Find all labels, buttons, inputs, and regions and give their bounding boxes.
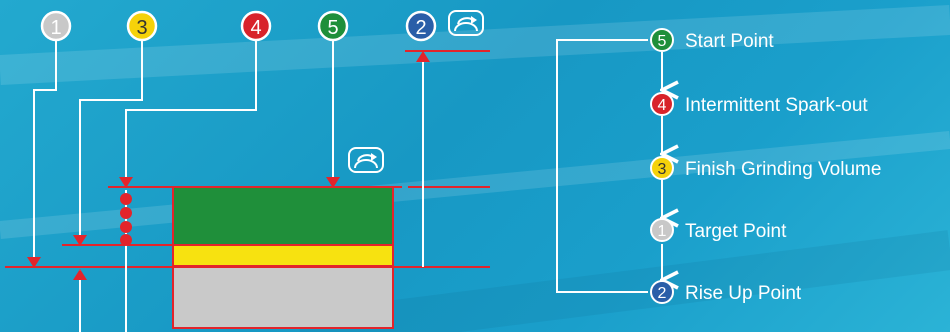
svg-text:5: 5	[658, 33, 667, 50]
spark-out-dots	[120, 193, 132, 246]
leader-finish	[79, 40, 143, 242]
green-layer	[172, 186, 394, 246]
sequence-label: Intermittent Spark-out	[685, 95, 868, 116]
marker-finish-volume: 3	[126, 10, 158, 42]
loop-connector	[556, 39, 648, 293]
rotate-icon	[448, 10, 484, 36]
svg-text:4: 4	[250, 17, 261, 39]
svg-text:4: 4	[658, 97, 667, 114]
sequence-label: Rise Up Point	[685, 283, 802, 304]
svg-text:1: 1	[658, 223, 667, 240]
svg-text:1: 1	[50, 17, 61, 39]
svg-text:2: 2	[415, 17, 426, 39]
gray-layer	[172, 265, 394, 329]
sequence-item-spark-out: 4 Intermittent Spark-out	[650, 92, 868, 116]
rotate-icon	[348, 147, 384, 173]
svg-text:2: 2	[658, 285, 667, 302]
svg-text:5: 5	[327, 17, 338, 39]
sequence-item-finish-volume: 3 Finish Grinding Volume	[650, 156, 881, 180]
marker-rise-up: 2	[405, 10, 437, 42]
sequence-item-target: 1 Target Point	[650, 218, 787, 242]
sequence-label: Finish Grinding Volume	[685, 159, 881, 180]
sequence-label: Start Point	[685, 31, 774, 52]
marker-spark-out: 4	[240, 10, 272, 42]
sequence-label: Target Point	[685, 221, 787, 242]
yellow-layer	[172, 244, 394, 267]
sequence-item-rise-up: 2 Rise Up Point	[650, 280, 802, 304]
leader-sparkout	[125, 40, 257, 184]
marker-start: 5	[317, 10, 349, 42]
leader-target	[33, 40, 57, 264]
sequence-item-start: 5 Start Point	[650, 28, 774, 52]
svg-text:3: 3	[658, 161, 667, 178]
marker-target: 1	[40, 10, 72, 42]
svg-text:3: 3	[136, 17, 147, 39]
